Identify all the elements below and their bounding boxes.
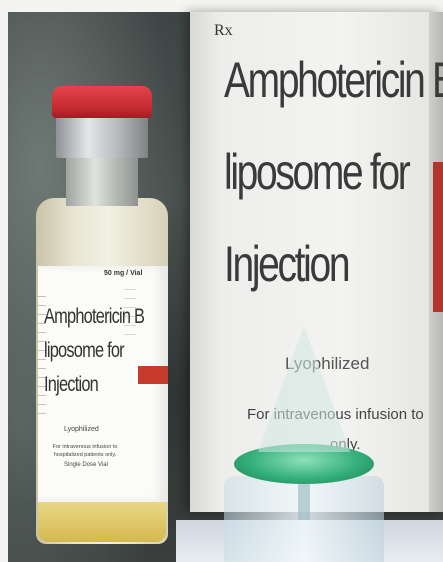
carton-title: Amphotericin B liposome for Injection xyxy=(224,34,443,310)
vial-red-cap xyxy=(52,86,152,118)
dispenser-cone xyxy=(258,326,350,452)
vial-neck xyxy=(66,156,138,206)
dispenser-stem xyxy=(298,476,310,520)
frame-border-left xyxy=(0,0,8,562)
label-barcode-lines xyxy=(38,296,46,416)
carton-title-line-3: Injection xyxy=(224,236,351,292)
vial-label: 50 mg / Vial Amphotericin B liposome for… xyxy=(38,266,168,502)
carton-rx-symbol: Rx xyxy=(214,22,233,39)
vial-title-line-2: liposome for xyxy=(44,339,125,362)
frame-border-top xyxy=(0,0,443,12)
carton-title-line-1: Amphotericin B xyxy=(224,52,443,108)
carton-title-line-2: liposome for xyxy=(224,144,411,200)
vial-lyophilized: Lyophilized xyxy=(64,426,99,433)
reconstitution-dispenser xyxy=(224,326,384,562)
medicine-vial: 50 mg / Vial Amphotericin B liposome for… xyxy=(36,86,170,546)
carton-red-stripe xyxy=(433,162,443,312)
vial-label-title: Amphotericin B liposome for Injection xyxy=(44,300,145,402)
vial-crimp-seal xyxy=(56,114,148,158)
vial-label-red-box xyxy=(138,366,168,384)
vial-title-line-1: Amphotericin B xyxy=(44,305,145,328)
vial-dose: 50 mg / Vial xyxy=(104,270,143,277)
vial-infusion-text: For intravenous infusion to hospitalized… xyxy=(52,444,118,458)
vial-fine-print: —————————————————— xyxy=(124,286,136,336)
vial-liquid xyxy=(38,500,166,542)
vial-single-dose: Single Dose Vial xyxy=(64,462,108,468)
vial-title-line-3: Injection xyxy=(44,373,99,396)
medicine-carton: Rx Amphotericin B liposome for Injection… xyxy=(190,12,443,512)
